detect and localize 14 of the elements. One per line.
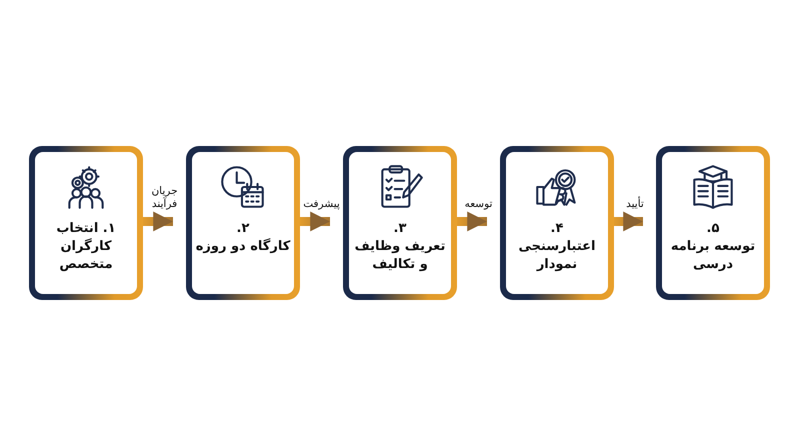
step-number: ۴. <box>550 220 564 238</box>
step-number: ۵. <box>706 220 720 238</box>
step-card <box>656 146 770 300</box>
step-title: اعتبارسنجی نمودار <box>518 238 596 274</box>
step-number: ۳. <box>392 220 408 238</box>
step-title: ۱. انتخاب کارگران متخصص <box>55 220 117 274</box>
step-card <box>500 146 614 300</box>
step-card <box>29 146 143 300</box>
step-number: ۲. <box>236 220 250 238</box>
step-title: کارگاه دو روزه <box>194 238 292 256</box>
step-title: توسعه برنامه درسی <box>670 238 756 274</box>
step-card <box>186 146 300 300</box>
step-card <box>343 146 457 300</box>
step-title: تعریف وظایف و تکالیف <box>354 238 446 274</box>
